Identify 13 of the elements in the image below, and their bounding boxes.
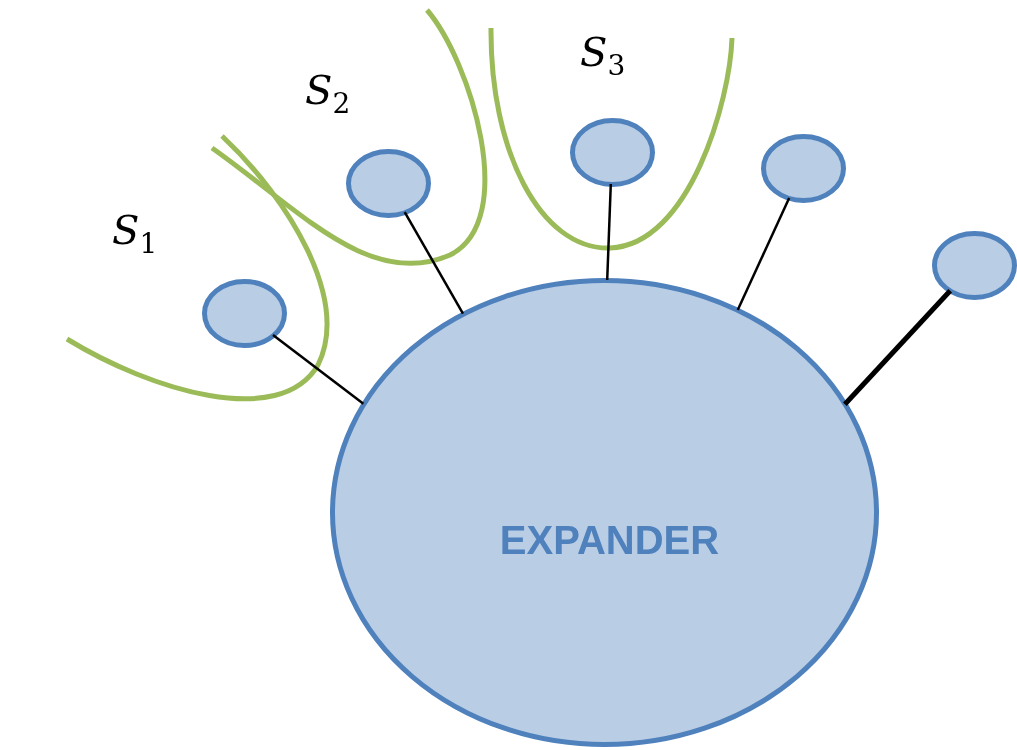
connector-line: [736, 197, 791, 311]
connector-line: [272, 334, 365, 405]
circle-node: [201, 278, 287, 348]
circle-node: [931, 230, 1017, 300]
set-label: S$_{1}$: [112, 210, 158, 258]
connector-line: [843, 289, 952, 406]
set-label: S$_{3}$: [580, 32, 626, 80]
expander-ellipse: [329, 277, 879, 747]
circle-node: [345, 148, 431, 218]
set-label: S$_{2}$: [305, 70, 351, 118]
circle-node: [569, 117, 655, 187]
circle-node: [760, 133, 846, 203]
node-label: EXPANDER: [499, 517, 720, 563]
